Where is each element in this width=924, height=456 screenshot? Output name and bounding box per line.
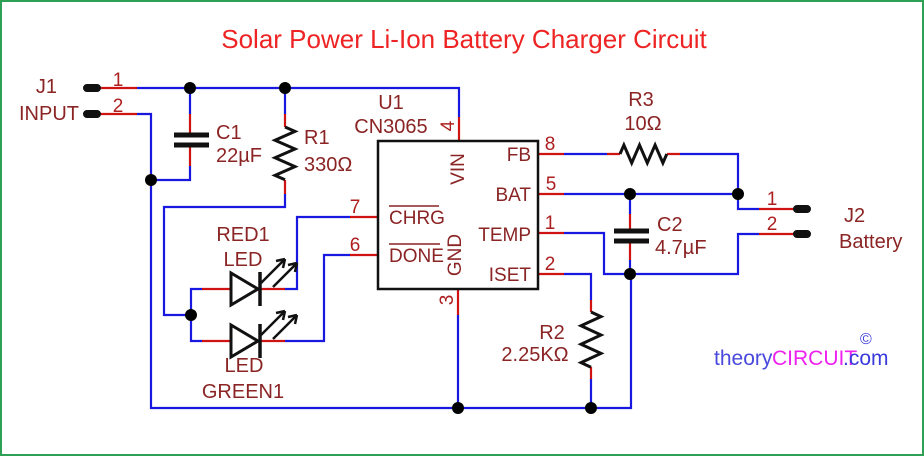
lead-j1 [98,86,137,116]
wire-fb-r3 [564,152,740,194]
c1-ref: C1 [216,122,242,144]
watermark-circuit: CIRCUIT [772,347,857,370]
r1-ref: R1 [304,127,330,149]
watermark-theory: theory [714,347,773,370]
wires [137,86,759,410]
lead-chrg-done [350,215,378,257]
u1-pin7-number: 7 [350,197,361,218]
resistor-r3 [618,141,669,167]
u1-pin4-number: 4 [438,120,459,131]
u1-pin-iset: ISET [489,265,532,286]
j2-pin2-number: 2 [767,214,778,235]
r3-value: 10Ω [624,113,661,135]
u1-pin-chrg: CHRG [389,208,445,229]
resistor-r2 [577,310,605,369]
wire-led2-to-done [285,253,350,343]
u1-pin8-number: 8 [545,134,556,155]
junction-dots [145,82,744,414]
capacitor-c2 [614,228,649,244]
r3-ref: R3 [628,89,654,111]
j1-ref: J1 [36,76,57,98]
led-green-symbol [229,309,299,360]
capacitor-c1 [174,132,209,148]
wire-ground-rail [137,112,633,410]
u1-part: CN3065 [354,116,427,138]
u1-pin-fb: FB [507,145,531,166]
j1-label: INPUT [19,103,79,125]
lead-temp-iset [538,231,564,276]
red-leads [98,86,795,379]
r2-ref: R2 [539,322,565,344]
c2-value: 4.7µF [655,237,707,259]
u1-pin3-number: 3 [437,295,458,306]
led-green-ref: GREEN1 [202,381,284,403]
j1-pin2-number: 2 [113,96,124,117]
c1-value: 22µF [216,145,262,167]
wire-led1-to-chrg [285,215,350,291]
connector-pads [83,84,811,238]
j2-pin1-number: 1 [767,189,778,210]
u1-pin-gnd: GND [445,234,466,276]
wire-top-rail [137,86,461,117]
u1-pin-temp: TEMP [478,225,531,246]
led-green-type: LED [225,355,264,377]
watermark: theory CIRCUIT .com © [714,331,889,370]
wire-temp [564,231,630,276]
ic-body [376,139,540,291]
j1-pin1-number: 1 [113,70,124,91]
led-red-type: LED [224,249,263,271]
led-red-symbol [229,257,299,308]
lead-leds [202,287,285,343]
u1-pin2-number: 2 [545,254,556,275]
led-red-ref: RED1 [216,224,269,246]
u1-ref: U1 [378,92,404,114]
u1-pin6-number: 6 [350,235,361,256]
page-title: Solar Power Li-Ion Battery Charger Circu… [221,24,707,54]
wire-neg-rail [630,232,759,276]
j2-label: Battery [839,231,902,253]
u1-pin-done: DONE [389,246,444,267]
component-symbols [83,84,811,369]
copyright-icon: © [860,331,872,348]
j2-ref: J2 [844,205,865,227]
u1-pin-vin: VIN [448,153,469,185]
watermark-com: .com [843,347,889,370]
resistor-r1 [271,125,299,182]
u1-pin-bat: BAT [495,185,531,206]
r2-value: 2.25KΩ [501,344,568,366]
lead-j2 [759,207,795,236]
u1-pin1-number: 1 [545,213,556,234]
r1-value: 330Ω [304,154,352,176]
u1-pin5-number: 5 [546,174,557,195]
c2-ref: C2 [657,214,683,236]
